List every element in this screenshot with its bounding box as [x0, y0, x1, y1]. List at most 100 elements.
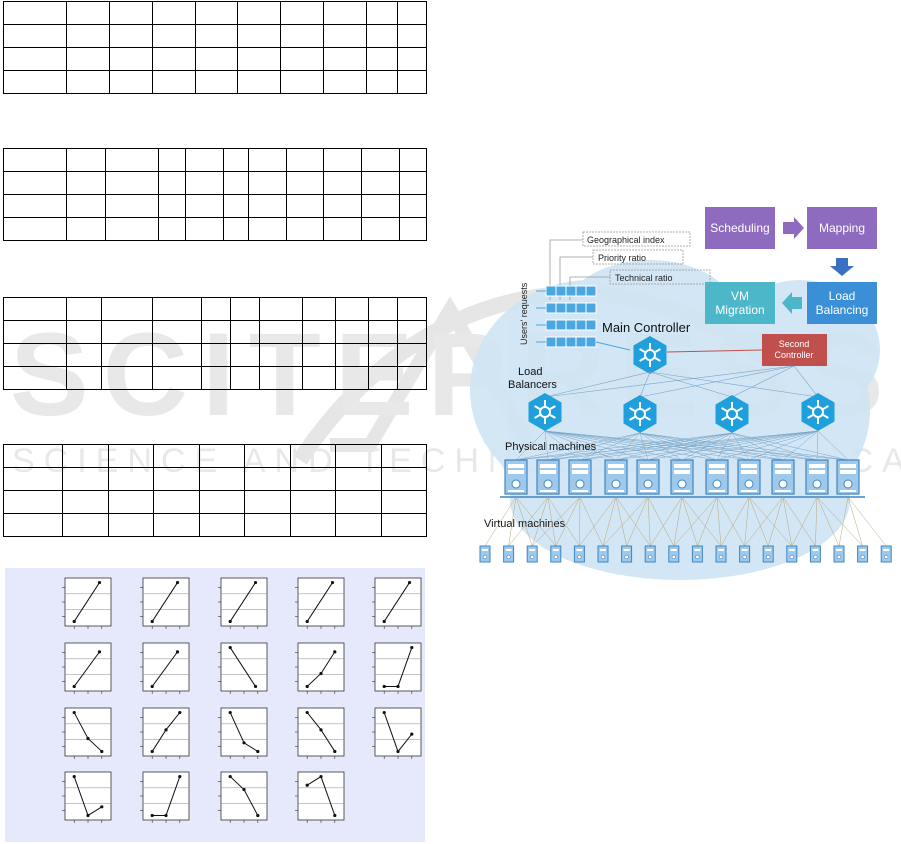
mini-plot-point	[242, 787, 246, 792]
virtual-machine-icon	[833, 545, 845, 563]
table-2	[3, 148, 427, 241]
mini-plot-point	[256, 813, 260, 818]
mini-plot	[218, 642, 268, 694]
mini-plot-point	[305, 783, 309, 787]
mini-plot	[62, 642, 112, 694]
mini-plot-point	[319, 671, 323, 676]
virtual-machine-icon	[597, 545, 609, 563]
arrow-left-icon	[782, 292, 802, 314]
mini-plot	[140, 577, 190, 629]
mini-plot	[218, 707, 268, 759]
mini-plot-line	[229, 647, 256, 687]
mini-plot-point	[178, 774, 182, 779]
mini-plot	[295, 642, 345, 694]
physical-machine-icon	[805, 459, 829, 495]
mini-plots	[62, 577, 422, 823]
mini-plot-line	[151, 582, 178, 622]
mini-plot-point	[382, 619, 386, 624]
virtual-machine-icon	[739, 545, 751, 563]
mini-plot-point	[72, 710, 76, 715]
mini-plot	[295, 707, 345, 759]
mini-plot-point	[382, 710, 386, 715]
table-3	[3, 297, 427, 390]
mini-plot-point	[410, 732, 414, 736]
mini-plot-point	[242, 741, 246, 745]
mini-plot-point	[319, 774, 323, 779]
virtual-machine-icon	[668, 545, 680, 563]
request-queues	[545, 285, 597, 348]
virtual-machine-icon	[550, 545, 562, 563]
physical-machine-icon	[504, 459, 528, 495]
physical-machine-icon	[836, 459, 860, 495]
controller-links	[544, 365, 819, 398]
mini-plot-point	[382, 684, 386, 689]
mini-plot	[140, 642, 190, 694]
mini-plot-point	[175, 650, 180, 654]
mini-plot-point	[86, 813, 90, 818]
mini-plot-point	[333, 813, 337, 818]
mini-plot-point	[175, 580, 180, 585]
technical-ratio-label: Technical ratio	[615, 273, 673, 283]
mini-plot-point	[330, 580, 335, 585]
arrow-right-icon	[783, 217, 804, 239]
mapping-box: Mapping	[807, 207, 877, 249]
physical-machine-icon	[670, 459, 694, 495]
virtual-machine-icon	[503, 545, 515, 563]
physical-machines	[504, 459, 860, 495]
mini-plot	[140, 771, 190, 823]
mini-plot-point	[100, 805, 104, 809]
mini-plot	[295, 577, 345, 629]
virtual-machine-icon	[644, 545, 656, 563]
mini-plot-point	[100, 749, 104, 754]
mini-plot	[295, 771, 345, 823]
mapping-label: Mapping	[819, 221, 865, 235]
users-requests-label: Users' requests	[519, 282, 529, 345]
physical-machine-icon	[604, 459, 628, 495]
virtual-machine-icon	[479, 545, 491, 563]
mini-plot	[372, 577, 422, 629]
mini-plot-point	[178, 710, 182, 715]
mini-plot	[218, 771, 268, 823]
mini-plot-point	[305, 684, 309, 689]
mini-plot-point	[228, 710, 232, 715]
mini-plot	[218, 577, 268, 629]
physical-machine-icon	[705, 459, 729, 495]
physical-machines-label: Physical machines	[505, 441, 597, 453]
virtual-machine-icon	[762, 545, 774, 563]
mini-plot-point	[150, 749, 154, 754]
mini-plot-point	[410, 645, 414, 650]
mini-plot	[62, 771, 112, 823]
mini-plot-line	[229, 582, 256, 622]
mini-plot-point	[407, 580, 412, 585]
mini-plot-line	[151, 651, 178, 687]
mini-plot	[372, 707, 422, 759]
mini-plot-line	[306, 582, 333, 622]
virtual-machine-icon	[786, 545, 798, 563]
mini-plot-point	[150, 619, 154, 624]
mini-plot-point	[333, 650, 337, 654]
mini-plot	[372, 642, 422, 694]
mini-plot-point	[319, 728, 323, 732]
virtual-machine-icon	[880, 545, 892, 563]
main-controller-label: Main Controller	[602, 320, 691, 335]
mini-plot-point	[253, 580, 258, 585]
lb-links	[515, 430, 849, 461]
scheduling-label: Scheduling	[710, 221, 769, 235]
arrow-down-icon	[830, 258, 854, 276]
mini-plot-point	[228, 774, 232, 779]
mini-plot-point	[72, 619, 76, 624]
mini-plot-point	[97, 650, 102, 654]
mini-plot-line	[383, 582, 410, 622]
mini-plot-point	[97, 580, 102, 585]
mini-plot-point	[305, 710, 309, 715]
mini-plot-point	[228, 619, 232, 624]
mini-plot-point	[72, 774, 76, 779]
virtual-machine-icon	[573, 545, 585, 563]
mini-plot-point	[305, 619, 309, 624]
mini-plot-point	[150, 684, 154, 689]
